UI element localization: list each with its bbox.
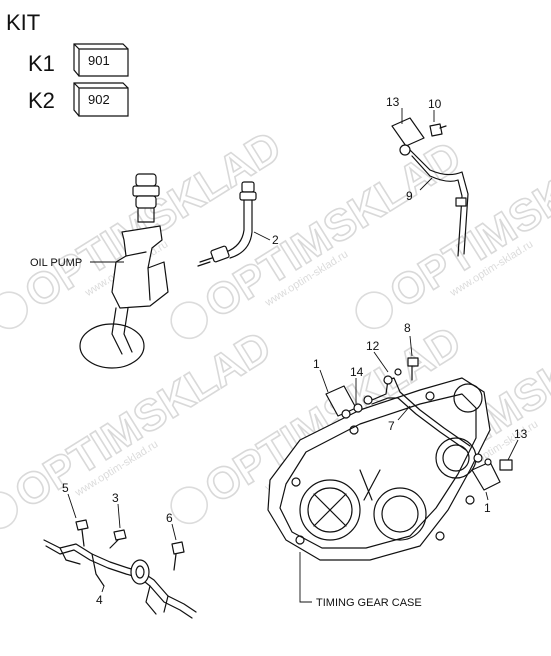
oil-pipe-2: 2 [197,181,279,267]
kit-label-k1: K1 [28,51,55,76]
caption-timing-gear-case: TIMING GEAR CASE [316,597,422,609]
callout-1-lower: 1 [484,501,491,515]
callout-3: 3 [112,491,119,505]
callout-4: 5 [62,481,69,495]
callout-2: 2 [272,233,279,247]
kit-label-k2: K2 [28,88,55,113]
svg-text:SKLAD: SKLAD [135,122,289,244]
timing-gear-case: TIMING GEAR CASE [267,377,491,609]
caption-oil-pump: OIL PUMP [30,257,82,269]
kit-code-box-k1: 901 [73,43,129,77]
callout-11: 13 [386,95,400,109]
callout-9: 9 [406,189,413,203]
callout-1-upper: 1 [313,357,320,371]
svg-text:SKLAD: SKLAD [125,322,279,444]
callout-13: 13 [514,427,528,441]
clip-11 [391,117,425,147]
callout-10: 10 [428,97,442,111]
bolt-8 [407,357,419,367]
callout-8: 8 [404,321,411,335]
pipe-9-assembly: 13 10 9 [386,95,469,257]
bolt-13 [499,459,513,471]
callout-14: 14 [350,365,364,379]
callout-6: 6 [166,511,173,525]
watermark-stamp: OPTIM SKLAD www.optim-sklad.ru [0,321,280,530]
kit-code-box-k2: 902 [73,82,129,117]
kit-heading: KIT [6,10,40,35]
kit-code-k1: 901 [88,53,110,68]
jet-pipe-assembly: 5 3 6 4 [43,481,197,619]
clip-1-lower [471,461,501,491]
oil-pump-assembly: OIL PUMP [30,173,169,369]
kit-legend: KIT K1 901 K2 902 [6,10,129,117]
pipe-7-assembly: 1 14 12 8 7 13 1 [313,321,528,515]
bolt-10 [429,123,443,137]
callout-7: 7 [388,419,395,433]
callout-12: 12 [366,339,380,353]
callout-5: 4 [96,593,103,607]
kit-code-k2: 902 [88,92,110,107]
